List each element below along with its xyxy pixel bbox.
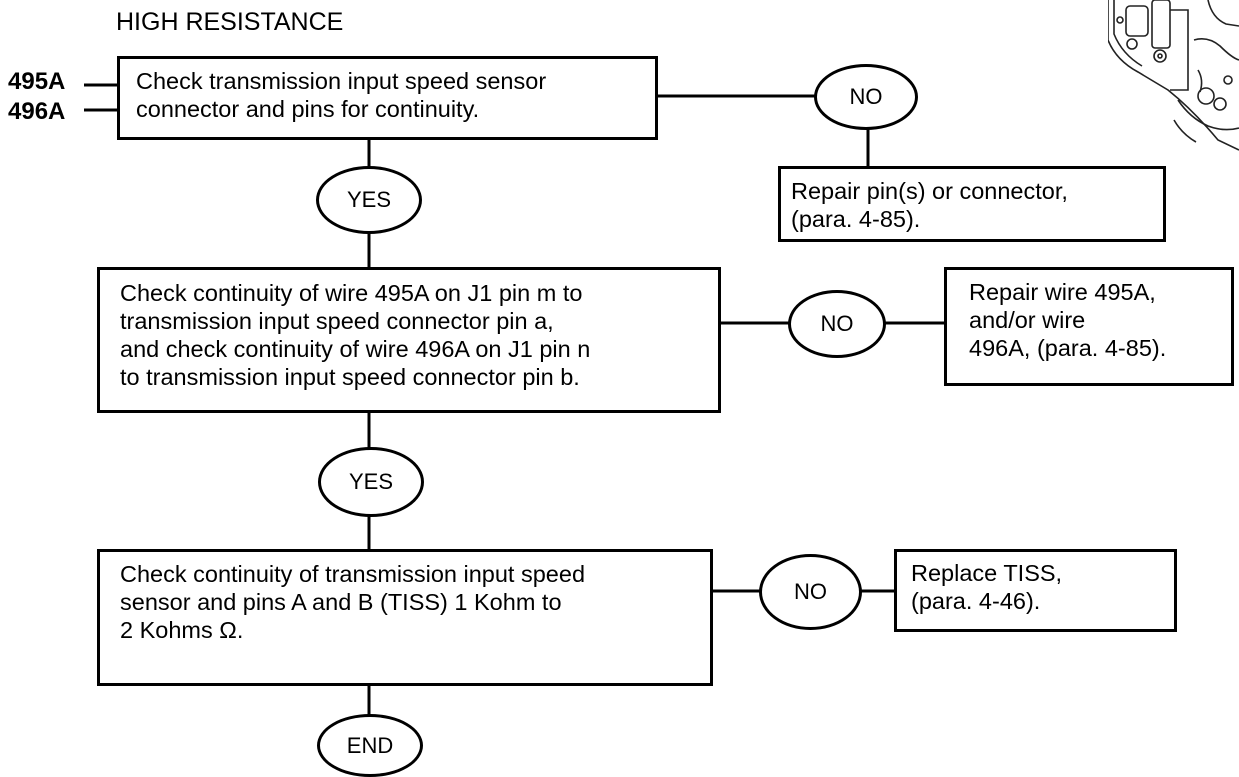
step2-no-action-box: Repair wire 495A, and/or wire 496A, (par… bbox=[944, 267, 1234, 386]
step1-no-action-line-1: Repair pin(s) or connector, bbox=[791, 178, 1068, 204]
transmission-illustration bbox=[1108, 0, 1239, 151]
step3-line-2: sensor and pins A and B (TISS) 1 Kohm to bbox=[120, 589, 562, 615]
step1-line-1: Check transmission input speed sensor bbox=[136, 68, 547, 94]
step1-no-oval: NO bbox=[814, 64, 918, 130]
step3-no-action-line-2: (para. 4-46). bbox=[911, 588, 1041, 614]
step1-no-action-box: Repair pin(s) or connector, (para. 4-85)… bbox=[778, 166, 1166, 242]
step3-check-box: Check continuity of transmission input s… bbox=[97, 549, 713, 686]
step3-line-3: 2 Kohms Ω. bbox=[120, 617, 244, 643]
step2-no-action-line-3: 496A, (para. 4-85). bbox=[969, 335, 1167, 361]
end-oval: END bbox=[317, 714, 423, 777]
step1-no-action-line-2: (para. 4-85). bbox=[791, 206, 921, 232]
step3-no-oval: NO bbox=[759, 554, 862, 630]
wire-label-495a: 495A bbox=[8, 68, 66, 95]
step3-line-1: Check continuity of transmission input s… bbox=[120, 561, 586, 587]
step2-no-action-line-1: Repair wire 495A, bbox=[969, 279, 1156, 305]
step2-line-1: Check continuity of wire 495A on J1 pin … bbox=[120, 280, 583, 306]
step3-no-action-line-1: Replace TISS, bbox=[911, 560, 1063, 586]
step3-no-action-box: Replace TISS, (para. 4-46). bbox=[894, 549, 1177, 632]
step2-no-oval: NO bbox=[788, 290, 886, 358]
step1-line-2: connector and pins for continuity. bbox=[136, 96, 480, 122]
step2-line-2: transmission input speed connector pin a… bbox=[120, 308, 554, 334]
wire-label-496a: 496A bbox=[8, 98, 66, 125]
step2-check-box: Check continuity of wire 495A on J1 pin … bbox=[97, 267, 721, 413]
step1-yes-oval: YES bbox=[316, 166, 422, 234]
page-title: HIGH RESISTANCE bbox=[116, 8, 344, 36]
step2-yes-oval: YES bbox=[318, 447, 424, 517]
step2-line-3: and check continuity of wire 496A on J1 … bbox=[120, 336, 591, 362]
step2-no-action-line-2: and/or wire bbox=[969, 307, 1086, 333]
step2-line-4: to transmission input speed connector pi… bbox=[120, 364, 580, 390]
step1-check-box: Check transmission input speed sensor co… bbox=[117, 56, 658, 140]
